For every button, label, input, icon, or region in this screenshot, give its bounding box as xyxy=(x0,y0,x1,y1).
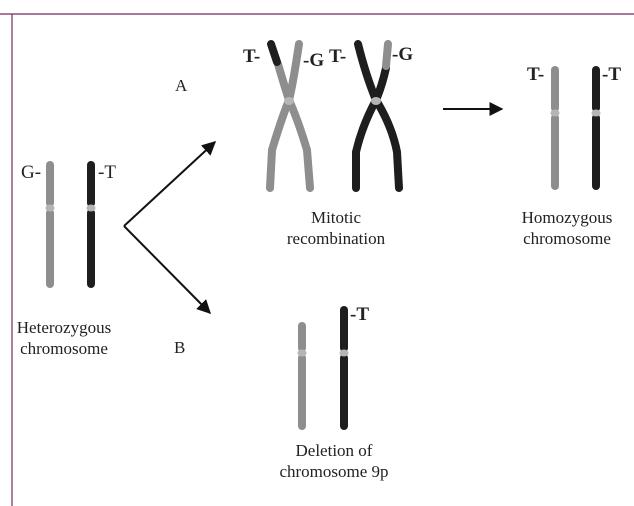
pathway-a-label: A xyxy=(175,76,188,95)
homo-black-centromere xyxy=(592,110,601,117)
mit-gray-black-tip xyxy=(271,44,277,62)
mit-black-chromatid-right xyxy=(376,68,399,188)
heterozygous-caption-line1: Heterozygous xyxy=(17,318,111,337)
homo-gray-allele-label: T- xyxy=(527,64,544,85)
homozygous-caption-line2: chromosome xyxy=(523,229,611,248)
homozygous-pair xyxy=(551,70,601,186)
mit-black-chromatid-left xyxy=(356,44,376,188)
homo-black-allele-label: -T xyxy=(602,64,621,85)
mit-gray-right-allele-label: -G xyxy=(303,50,324,71)
het-black-centromere xyxy=(87,205,96,212)
del-black-centromere xyxy=(340,350,349,357)
mit-black-gray-tip xyxy=(386,44,388,66)
homo-gray-centromere xyxy=(551,110,560,117)
pathway-b-label: B xyxy=(174,338,185,357)
mit-gray-centromere xyxy=(284,97,294,105)
deletion-caption-line2: chromosome 9p xyxy=(279,462,388,481)
deletion-caption-line1: Deletion of xyxy=(296,441,373,460)
arrow-to-recombination xyxy=(124,142,215,226)
deletion-pair xyxy=(298,310,349,426)
heterozygous-caption-line2: chromosome xyxy=(20,339,108,358)
mitotic-caption-line2: recombination xyxy=(287,229,386,248)
mit-black-top-allele-label: T- xyxy=(329,46,346,67)
het-black-allele-label: -T xyxy=(98,162,116,183)
het-gray-allele-label: G- xyxy=(21,162,41,183)
heterozygous-pair xyxy=(46,165,96,284)
mit-gray-top-allele-label: T- xyxy=(243,46,260,67)
mitotic-black-crossed-pair xyxy=(356,44,399,188)
het-gray-centromere xyxy=(46,205,55,212)
mit-black-centromere xyxy=(371,97,381,105)
mit-black-right-allele-label: -G xyxy=(392,44,413,65)
del-gray-centromere xyxy=(298,350,307,357)
del-black-allele-label: -T xyxy=(350,304,369,325)
mitotic-caption-line1: Mitotic xyxy=(311,208,362,227)
arrow-to-deletion xyxy=(124,226,210,313)
homozygous-caption-line1: Homozygous xyxy=(522,208,613,227)
